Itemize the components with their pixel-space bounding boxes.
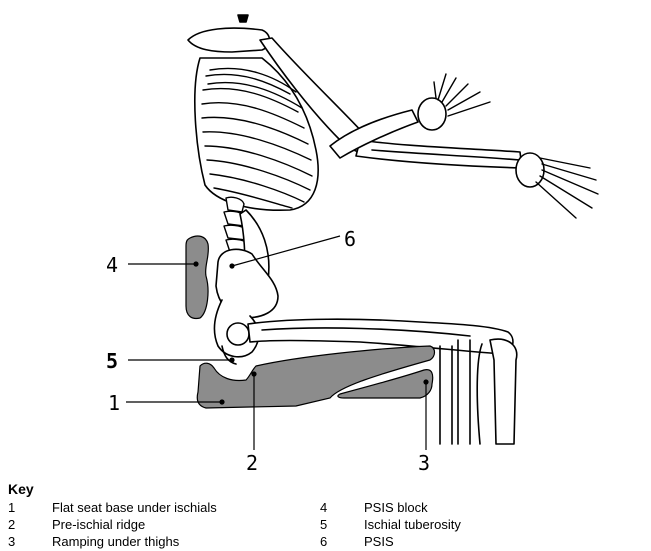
key-item-label: Ischial tuberosity: [364, 517, 461, 532]
key-item-label: PSIS: [364, 534, 394, 549]
key-item-number: 2: [8, 517, 16, 532]
callout-6: 6: [344, 227, 356, 251]
callout-5: 5: [106, 349, 118, 373]
psis-block: [185, 235, 210, 320]
skeleton-illustration: [187, 14, 599, 445]
key-item-number: 4: [320, 500, 328, 515]
thigh-ramp: [337, 369, 434, 399]
key-item: 3 Ramping under thighs: [8, 533, 179, 550]
key-item-label: PSIS block: [364, 500, 428, 515]
key-item-number: 5: [320, 517, 328, 532]
seating-diagram: 4 6 5 1 2 3: [106, 14, 599, 475]
callout-4: 4: [106, 253, 118, 277]
key-item-number: 6: [320, 534, 328, 549]
key-item: 1 Flat seat base under ischials: [8, 499, 217, 516]
key-item-label: Pre-ischial ridge: [52, 517, 146, 532]
key-item: 6 PSIS: [320, 533, 394, 550]
key-item-label: Flat seat base under ischials: [52, 500, 217, 515]
key-item-label: Ramping under thighs: [52, 534, 180, 549]
key-title: Key: [8, 481, 34, 497]
callout-1: 1: [108, 391, 120, 415]
key-item: 2 Pre-ischial ridge: [8, 516, 145, 533]
key-item: 5 Ischial tuberosity: [320, 516, 461, 533]
key-item-number: 3: [8, 534, 16, 549]
leader-lines: [126, 235, 429, 450]
cushion-parts: [185, 235, 436, 409]
key-item: 4 PSIS block: [320, 499, 428, 516]
flat-seat-base: [196, 345, 436, 409]
callout-2: 2: [246, 451, 258, 475]
key-item-number: 1: [8, 500, 16, 515]
figure-key: Key 1 Flat seat base under ischials 2 Pre-…: [8, 481, 648, 549]
callout-3: 3: [418, 451, 430, 475]
